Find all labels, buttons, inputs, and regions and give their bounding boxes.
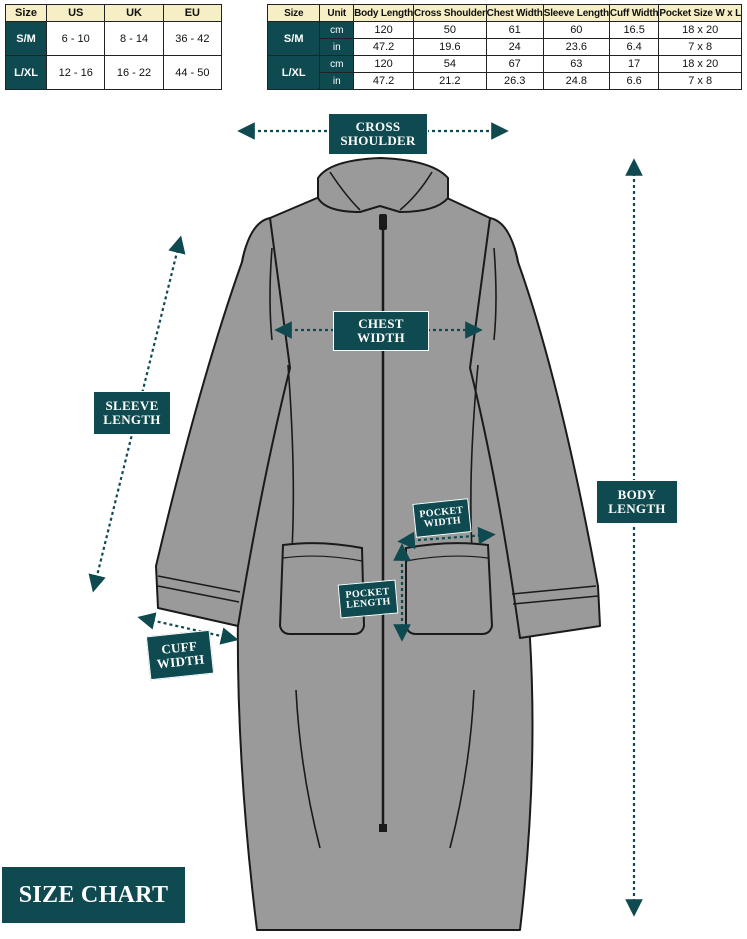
table-row: S/M 6 - 10 8 - 14 36 - 42 — [4, 21, 223, 56]
table-cell: 44 - 50 — [162, 55, 223, 90]
table-header-cell: Sleeve Length — [542, 4, 610, 22]
table-cell: 6.4 — [608, 38, 660, 56]
table-header-cell: Chest Width — [485, 4, 544, 22]
label-line: WIDTH — [423, 515, 462, 530]
label-line: CROSS — [355, 119, 401, 135]
size-cell: S/M — [4, 21, 48, 56]
right-armhole — [493, 247, 497, 341]
left-dart — [287, 364, 295, 551]
label-line: LENGTH — [608, 501, 666, 516]
label-line: BODY — [617, 487, 657, 503]
zipper-pull-icon — [379, 214, 387, 230]
table-row: in 47.2 21.2 26.3 24.8 6.6 7 x 8 — [268, 72, 742, 90]
table-header-cell: US — [46, 4, 106, 22]
label-line: LENGTH — [103, 412, 161, 427]
right-hem-seam — [449, 689, 475, 849]
robe-right-sleeve — [469, 217, 601, 639]
left-pocket-trim — [282, 555, 363, 562]
left-armhole — [269, 247, 273, 341]
table-header-cell: Size — [266, 4, 321, 22]
table-cell: 36 - 42 — [162, 21, 223, 56]
label-line: WIDTH — [156, 651, 206, 672]
unit-cell: cm — [319, 21, 355, 39]
cuff-width-label: CUFF WIDTH — [145, 629, 215, 681]
table-cell: 7 x 8 — [658, 72, 742, 90]
right-cuff-line — [512, 595, 599, 605]
label-line: WIDTH — [357, 330, 405, 345]
table-header-row: Size Unit Body Length Cross Shoulder Che… — [266, 4, 742, 22]
table-cell: 6.6 — [608, 72, 660, 90]
table-cell: 23.6 — [542, 38, 610, 56]
table-cell: 16 - 22 — [104, 55, 164, 90]
label-line: SLEEVE — [105, 398, 159, 414]
unit-cell: cm — [319, 55, 355, 73]
pocket-width-label: POCKET WIDTH — [412, 498, 472, 538]
cuff-width-arrow — [137, 612, 239, 645]
left-hem-seam — [295, 689, 321, 849]
table-header-cell: Unit — [319, 4, 355, 22]
pocket-length-label: POCKET LENGTH — [337, 579, 399, 619]
measurements-table: Size Unit Body Length Cross Shoulder Che… — [266, 4, 742, 90]
unit-cell: in — [319, 72, 355, 90]
right-pocket-trim — [405, 555, 489, 562]
table-cell: 18 x 20 — [658, 21, 742, 39]
collar-seam-left — [329, 171, 361, 211]
unit-cell: in — [319, 38, 355, 56]
body-length-label: BODY LENGTH — [596, 480, 678, 524]
table-cell: 24.8 — [542, 72, 610, 90]
cross-shoulder-label: CROSS SHOULDER — [328, 113, 428, 155]
table-cell: 17 — [608, 55, 660, 73]
right-cuff-line — [511, 585, 597, 595]
chest-width-label: CHEST WIDTH — [333, 311, 429, 351]
robe-collar — [317, 157, 449, 213]
table-cell: 47.2 — [353, 72, 414, 90]
table-cell: 16.5 — [608, 21, 660, 39]
label-line: SHOULDER — [340, 133, 416, 148]
size-cell: L/XL — [4, 55, 48, 90]
label-line: LENGTH — [345, 596, 392, 611]
table-row: S/M cm 120 50 61 60 16.5 18 x 20 — [266, 21, 742, 56]
table-cell: 8 - 14 — [104, 21, 164, 56]
collar-seam-right — [399, 171, 433, 211]
sleeve-length-label: SLEEVE LENGTH — [93, 391, 171, 435]
size-chart-title: SIZE CHART — [2, 867, 185, 923]
pocket-width-arrow — [397, 526, 496, 550]
table-cell: 18 x 20 — [658, 55, 742, 73]
label-line: CHEST — [358, 316, 404, 332]
size-conversion-table: Size US UK EU S/M 6 - 10 8 - 14 36 - 42 … — [4, 4, 223, 90]
table-header-cell: Pocket Size W x L — [658, 4, 742, 22]
table-header-cell: Cuff Width — [608, 4, 660, 22]
table-cell: 26.3 — [485, 72, 544, 90]
table-cell: 21.2 — [413, 72, 487, 90]
zipper-stop — [379, 824, 387, 832]
size-cell: L/XL — [266, 55, 321, 90]
table-row: L/XL 12 - 16 16 - 22 44 - 50 — [4, 55, 223, 90]
